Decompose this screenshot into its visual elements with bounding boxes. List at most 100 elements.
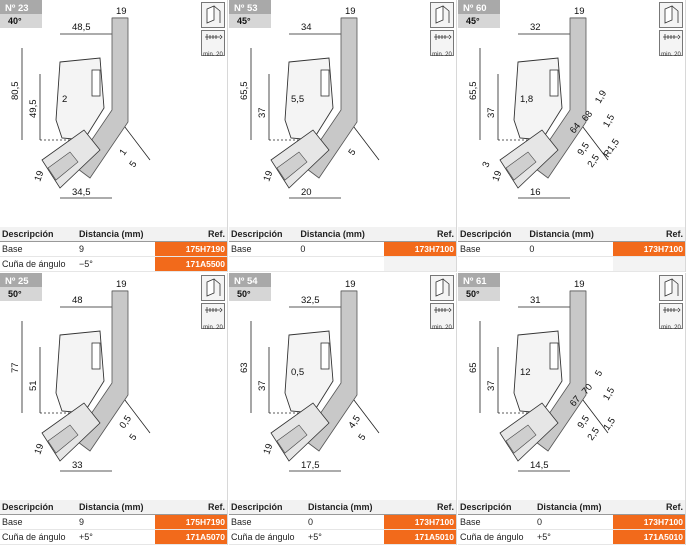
col-ref: Ref. bbox=[155, 500, 227, 515]
dim-f-label: 3 bbox=[480, 160, 492, 169]
hinge-cup bbox=[47, 424, 79, 454]
dim-c-label: 1,5 bbox=[601, 113, 617, 130]
screw-icon: min. 20 bbox=[201, 303, 225, 331]
table-row bbox=[229, 256, 456, 272]
angle-strip: 50° bbox=[229, 287, 271, 301]
dim-top-label: 19 bbox=[574, 279, 585, 290]
dim-h2-label: 37 bbox=[257, 380, 268, 391]
row-empty bbox=[229, 256, 299, 272]
col-distance: Distancia (mm) bbox=[534, 500, 613, 515]
mounting-plate-icon bbox=[430, 2, 454, 28]
screw-icon: min. 20 bbox=[430, 303, 454, 331]
dim-c-label: 1,5 bbox=[601, 386, 617, 403]
angle-strip: 50° bbox=[0, 287, 42, 301]
dim-width-label: 48 bbox=[72, 295, 83, 306]
dim-width-label: 32,5 bbox=[301, 295, 320, 306]
dim-h2-label: 37 bbox=[257, 107, 268, 118]
dim-small-label: 1,8 bbox=[520, 94, 533, 105]
opening-angle: 50° bbox=[8, 289, 22, 299]
dim-e2-label: 5 bbox=[346, 147, 358, 158]
opening-angle: 50° bbox=[466, 289, 480, 299]
dim-bottom-label: 34,5 bbox=[72, 187, 91, 198]
cabinet-side bbox=[531, 17, 587, 179]
row-ref: 171A5010 bbox=[613, 529, 685, 545]
mounting-plate-icon bbox=[201, 275, 225, 301]
row-description: Base bbox=[458, 241, 528, 257]
row-ref: 173H7100 bbox=[613, 514, 685, 530]
row-empty bbox=[613, 256, 685, 272]
angle-strip: 45° bbox=[229, 14, 271, 28]
mounting-icons: min. 20 bbox=[430, 275, 454, 331]
row-empty bbox=[527, 256, 613, 272]
dim-e3-label: 5 bbox=[356, 432, 368, 443]
row-ref: 175H7190 bbox=[155, 514, 227, 530]
table-row bbox=[458, 256, 685, 272]
mounting-plate-icon bbox=[201, 2, 225, 28]
opening-angle: 50° bbox=[237, 289, 251, 299]
table-row: Cuña de ángulo+5°171A5010 bbox=[458, 529, 685, 545]
row-distance: 0 bbox=[298, 241, 384, 257]
opening-angle: 45° bbox=[237, 16, 251, 26]
dim-top-label: 19 bbox=[345, 279, 356, 290]
row-distance: 0 bbox=[534, 514, 613, 530]
mounting-plate-icon bbox=[430, 275, 454, 301]
dim-e-label: 5 bbox=[593, 368, 605, 378]
hinge-plate bbox=[320, 342, 330, 370]
row-ref: 171A5070 bbox=[155, 529, 227, 545]
mounting-icons: min. 20 bbox=[201, 2, 225, 58]
hinge-plate bbox=[91, 69, 101, 97]
col-description: Descripción bbox=[458, 500, 535, 515]
angle-strip: 40° bbox=[0, 14, 42, 28]
dim-e2-label: 4,5 bbox=[346, 414, 363, 431]
model-number: Nº 54 bbox=[234, 276, 258, 287]
dim-edge-label: 19 bbox=[261, 442, 275, 456]
col-ref: Ref. bbox=[613, 500, 685, 515]
dim-edge-label: 19 bbox=[490, 169, 504, 183]
row-description: Base bbox=[458, 514, 535, 530]
col-distance: Distancia (mm) bbox=[527, 227, 613, 242]
col-distance: Distancia (mm) bbox=[305, 500, 384, 515]
dim-h1-label: 63 bbox=[239, 362, 250, 373]
table-row: Cuña de ángulo−5°171A5500 bbox=[0, 256, 227, 272]
hinge-plate bbox=[320, 69, 330, 97]
row-empty bbox=[298, 256, 384, 272]
dim-h1-label: 65 bbox=[468, 362, 479, 373]
cabinet-side bbox=[302, 290, 358, 452]
model-badge: Nº 61 50° bbox=[458, 273, 500, 301]
screw-icon: min. 20 bbox=[659, 30, 683, 58]
row-description: Cuña de ángulo bbox=[0, 529, 77, 545]
table-row: Cuña de ángulo+5°171A5010 bbox=[229, 529, 456, 545]
dim-small-label: 0,5 bbox=[291, 367, 304, 378]
hinge-cup bbox=[276, 151, 308, 181]
col-ref: Ref. bbox=[155, 227, 227, 242]
row-distance: +5° bbox=[305, 529, 384, 545]
dim-top-label: 19 bbox=[116, 6, 127, 17]
mounting-plate-icon bbox=[659, 2, 683, 28]
row-distance: −5° bbox=[76, 256, 155, 272]
dim-e2-label: 9,5 bbox=[575, 141, 592, 158]
min-depth-label: min. 20 bbox=[203, 52, 223, 58]
dim-bottom-label: 14,5 bbox=[530, 460, 549, 471]
dim-edge-label: 19 bbox=[32, 442, 46, 456]
dim-e2-label: 1 bbox=[117, 147, 129, 158]
dim-bottom-label: 16 bbox=[530, 187, 541, 198]
dim-bottom-label: 20 bbox=[301, 187, 312, 198]
model-number: Nº 61 bbox=[463, 276, 487, 287]
model-number: Nº 60 bbox=[463, 3, 487, 14]
